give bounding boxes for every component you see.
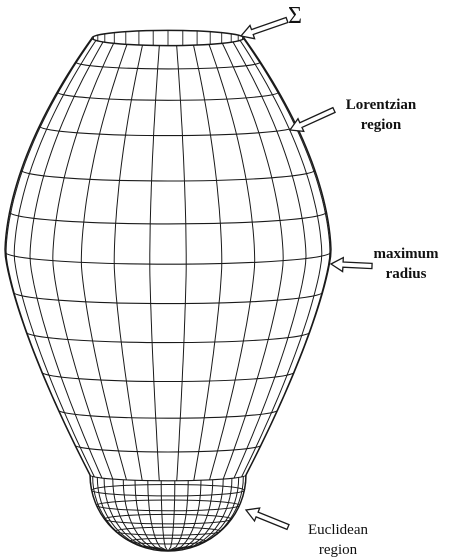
euclidean-label-line-1: Euclidean [290,520,386,540]
meridian-line-10 [208,43,254,480]
hemisphere-meridian-9 [161,481,168,551]
hemisphere-meridian-11 [168,481,188,551]
maximum-radius-label-line-2: radius [362,264,450,284]
meridian-line-8 [177,44,187,481]
maximum-radius-label: maximum radius [362,244,450,284]
euclidean-arrow [246,508,289,529]
hemisphere-meridian-17 [168,477,243,552]
maximum-radius-label-line-1: maximum [362,244,450,264]
hemisphere-meridian-8 [148,481,168,551]
euclidean-region-label: Euclidean region [290,520,386,560]
lorentzian-label-line-2: region [336,115,426,135]
latitude-ring-8 [13,292,322,304]
meridian-line-4 [53,42,115,479]
lorentzian-region-label: Lorentzian region [336,95,426,135]
lorentzian-label-line-1: Lorentzian [336,95,426,115]
sigma-label: Σ [288,2,302,30]
latitude-ring-13 [90,475,246,481]
meridian-line-6 [114,43,143,480]
hemisphere-meridian-2 [93,477,168,552]
euclidean-hemisphere-wireframe [90,475,246,551]
lorentzian-arrow [290,108,335,132]
meridian-line-9 [193,43,222,480]
hemisphere-meridian-7 [135,480,168,551]
euclidean-label-line-2: region [290,540,386,560]
latitude-ring-9 [26,332,309,343]
lorentzian-wireframe [5,30,331,480]
hemisphere-meridian-10 [168,481,175,551]
meridian-line-5 [81,43,127,480]
sigma-arrow [241,18,288,39]
meridian-line-7 [150,44,160,481]
latitude-ring-7 [5,252,331,264]
hemisphere-meridian-12 [168,480,201,551]
meridian-line-11 [222,42,284,479]
